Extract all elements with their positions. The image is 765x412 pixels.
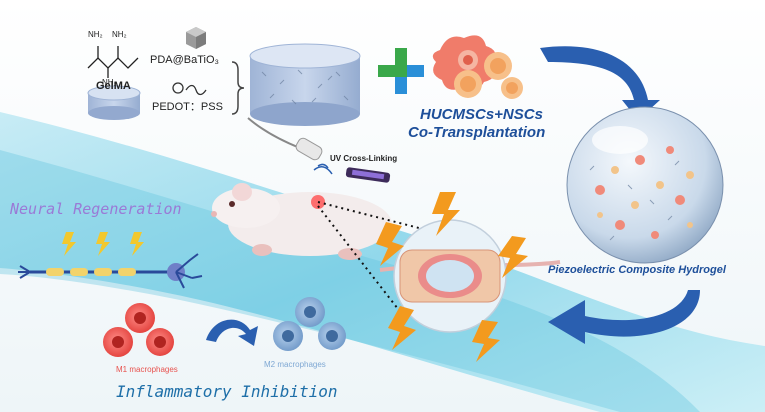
neuron-icon [18,253,203,289]
neural-regeneration-label: Neural Regeneration [10,200,182,218]
m2-macrophages-icon [273,297,346,351]
nh2-label: NH₂ [112,30,127,39]
lightning-icons [376,192,528,362]
plus-icon [378,48,424,94]
pedot-spiral-icon [172,82,207,96]
uv-lamp-icon [345,167,391,183]
arrow-to-hydrogel-icon [540,46,660,121]
m1-label: M1 macrophages [116,365,178,374]
ultrasound-probe-icon [247,117,333,175]
hydrogel-sphere [566,106,724,264]
batio3-cube-icon [186,27,206,49]
arrow-to-injury-icon [548,290,700,344]
uv-crosslinking-label: UV Cross-Linking [330,154,398,163]
hydrogel-label: Piezoelectric Composite Hydrogel [548,264,726,276]
injury-zoom-circle [393,219,507,333]
neuron-bolt-icons [62,232,144,256]
teal-band-inner [0,150,700,412]
m1-to-m2-arrow-icon [206,319,258,346]
gelma-label: GelMA [96,80,131,92]
m2-label: M2 macrophages [264,360,326,369]
stem-cells-icon [432,35,523,99]
cotransplant-line1: HUCMSCs+NSCs [420,106,543,123]
nh2-label: NH₂ [88,30,103,39]
cotransplant-line2: Co-Transplantation [408,124,546,141]
m1-macrophages-icon [103,303,174,357]
hydrogel-disc [249,43,361,126]
gelma-molecule-icon [87,46,139,78]
pedot-pss-label: PEDOT：PSS [152,101,223,113]
inflammatory-inhibition-label: Inflammatory Inhibition [116,382,338,401]
nh2-label: NH₂ [102,78,117,87]
gelma-cylinder-icon [87,85,141,120]
pda-batio3-label: PDA@BaTiO₃ [150,54,220,66]
bracket [231,61,245,115]
